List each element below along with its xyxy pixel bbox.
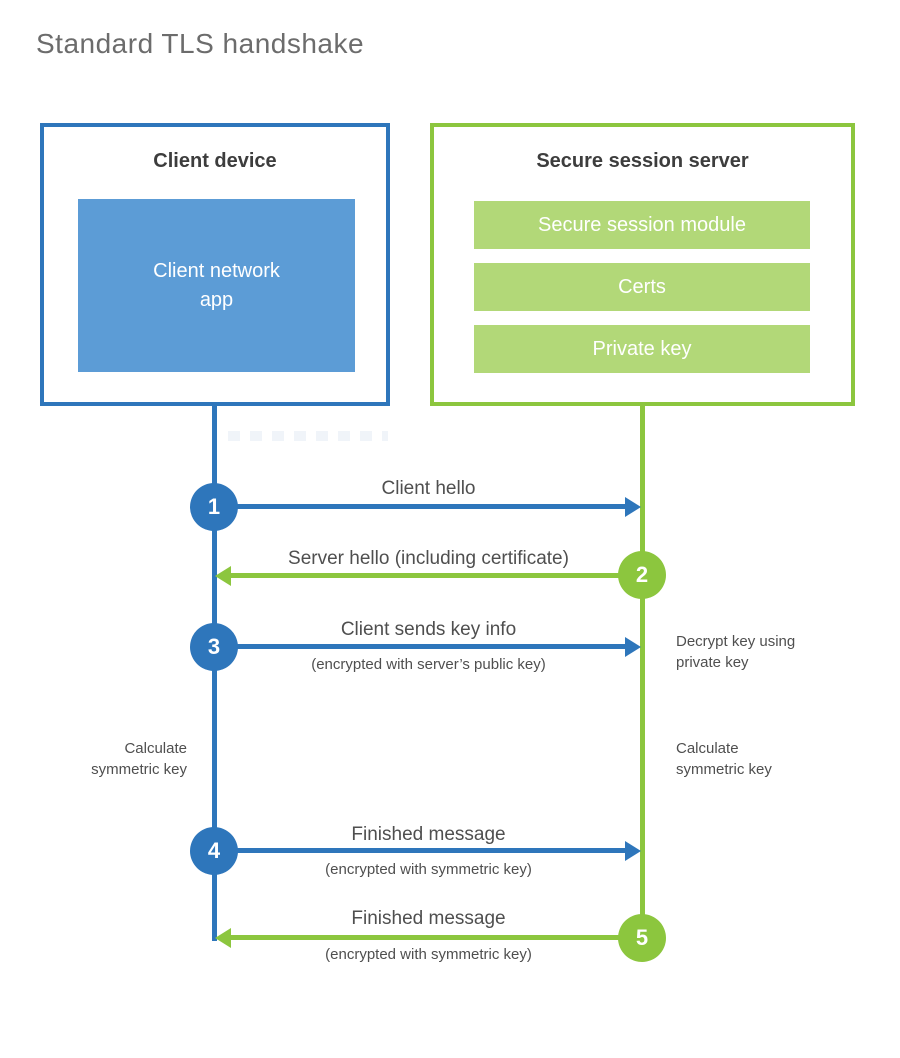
faint-dashed-line [228, 431, 388, 441]
arrow-client-hello [215, 504, 626, 509]
arrowhead-left-icon [215, 928, 231, 948]
step-circle-5: 5 [618, 914, 666, 962]
arrow-client-key-info [215, 644, 626, 649]
arrowhead-right-icon [625, 637, 641, 657]
step-circle-2: 2 [618, 551, 666, 599]
arrow-finished-client [215, 848, 626, 853]
note-decrypt-key: Decrypt key using private key [676, 633, 796, 671]
secure-session-server-title: Secure session server [536, 150, 749, 172]
note-calculate-symmetric-key-server: Calculate symmetric key [676, 740, 772, 778]
message-sublabel-4: (encrypted with symmetric key) [325, 861, 532, 878]
client-lifeline [212, 405, 217, 941]
message-label-3: Client sends key info [340, 619, 517, 640]
server-module-certs: Certs [474, 263, 810, 311]
message-label-2: Server hello (including certificate) [288, 548, 569, 569]
message-label-5: Finished message [351, 908, 506, 929]
message-sublabel-3: (encrypted with server’s public key) [311, 656, 546, 673]
arrow-finished-server [231, 935, 642, 940]
client-device-title: Client device [153, 150, 277, 172]
client-network-app-box: Client network app [78, 199, 355, 372]
step-circle-4: 4 [190, 827, 238, 875]
client-network-app-label: Client network app [153, 259, 280, 311]
arrowhead-right-icon [625, 841, 641, 861]
arrow-server-hello [231, 573, 642, 578]
server-lifeline [640, 405, 645, 938]
server-module-private-key: Private key [474, 325, 810, 373]
step-circle-1: 1 [190, 483, 238, 531]
message-label-1: Client hello [381, 478, 476, 499]
diagram-title: Standard TLS handshake [36, 28, 365, 59]
server-module-secure-session: Secure session module [474, 201, 810, 249]
note-calculate-symmetric-key-client: Calculate symmetric key [91, 740, 187, 778]
step-circle-3: 3 [190, 623, 238, 671]
arrowhead-right-icon [625, 497, 641, 517]
arrowhead-left-icon [215, 566, 231, 586]
message-sublabel-5: (encrypted with symmetric key) [325, 946, 532, 963]
message-label-4: Finished message [351, 824, 506, 845]
